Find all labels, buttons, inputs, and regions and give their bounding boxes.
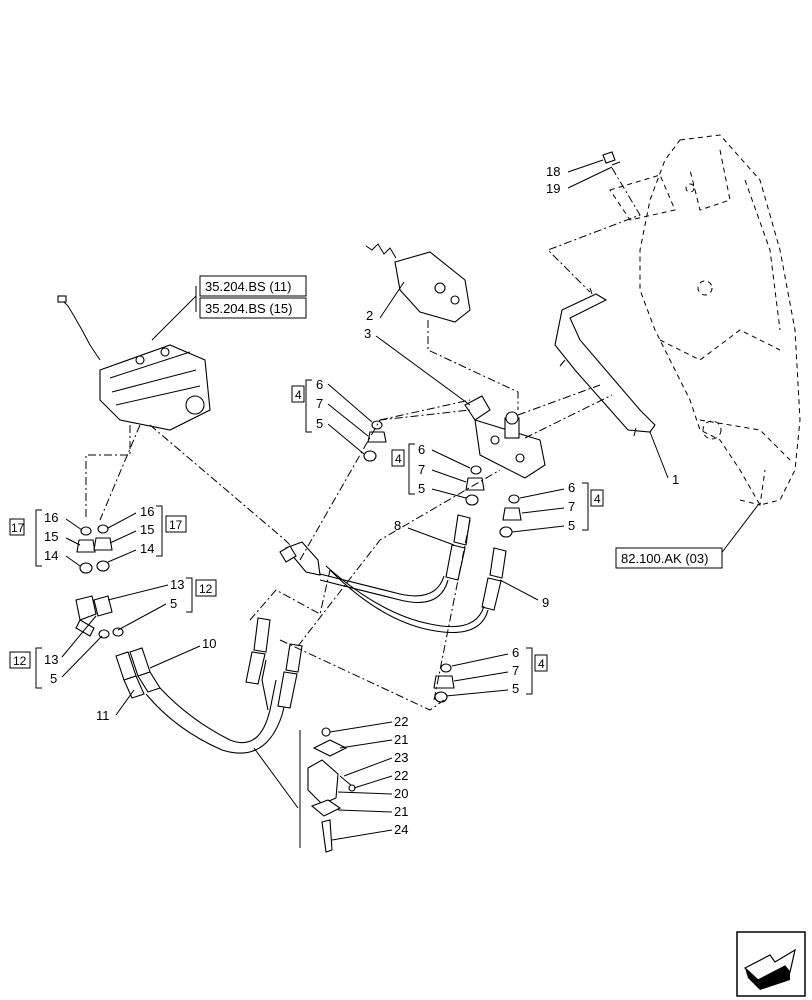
callout-g3-7: 7 (568, 499, 575, 514)
next-page-arrow-icon[interactable] (736, 931, 806, 997)
kit-box-g4: 4 (538, 657, 545, 671)
fitting-group-17-right (93, 505, 187, 572)
callout-18: 18 (546, 164, 560, 179)
callout-10: 10 (202, 636, 216, 651)
valve-block-part-3 (464, 395, 546, 479)
kit-box-g12a: 12 (199, 582, 213, 596)
bolt-18 (602, 151, 621, 166)
control-part-2 (365, 243, 471, 323)
hose-segment-left (245, 617, 271, 685)
kit-box-g1: 4 (295, 388, 302, 402)
callout-g2-6: 6 (418, 442, 425, 457)
callout-21b: 21 (394, 804, 408, 819)
callout-gr-14: 14 (140, 541, 154, 556)
callout-20: 20 (394, 786, 408, 801)
callout-23: 23 (394, 750, 408, 765)
callout-22b: 22 (394, 768, 408, 783)
fitting-group-4 (433, 647, 548, 703)
callout-21a: 21 (394, 732, 408, 747)
callout-g12a-5: 5 (170, 596, 177, 611)
reference-35-204-bs-15: 35.204.BS (15) (205, 301, 292, 316)
fitting-group-1 (291, 379, 387, 462)
fitting-group-2 (391, 443, 485, 506)
callout-g4-5: 5 (512, 681, 519, 696)
callout-g12b-5: 5 (50, 671, 57, 686)
callout-8: 8 (394, 518, 401, 533)
control-valve-assembly (57, 295, 211, 431)
clamp-assembly (307, 727, 356, 853)
callout-g3-6: 6 (568, 480, 575, 495)
callout-gr-16: 16 (140, 504, 154, 519)
callout-2: 2 (366, 308, 373, 323)
callout-gr-15: 15 (140, 522, 154, 537)
hose-11 (115, 651, 145, 699)
elbow-group-12 (9, 577, 217, 689)
callout-g12b-13: 13 (44, 652, 58, 667)
callout-g12a-13: 13 (170, 577, 184, 592)
reference-35-204-bs-11: 35.204.BS (11) (205, 279, 291, 294)
kit-box-g3: 4 (594, 492, 601, 506)
callout-g2-5: 5 (418, 481, 425, 496)
kit-box-gr: 17 (169, 518, 183, 532)
callout-24: 24 (394, 822, 408, 837)
callout-11: 11 (96, 708, 110, 723)
kit-box-gl: 17 (11, 521, 25, 535)
fitting-group-17-left (9, 509, 96, 574)
callout-g4-6: 6 (512, 645, 519, 660)
hose-9 (481, 547, 507, 611)
callout-g4-7: 7 (512, 663, 519, 678)
kit-box-g12b: 12 (13, 654, 27, 668)
callout-gl-14: 14 (44, 548, 58, 563)
callout-gl-16: 16 (44, 510, 58, 525)
callout-g2-7: 7 (418, 462, 425, 477)
callout-3: 3 (364, 326, 371, 341)
loader-frame-outline (609, 134, 801, 506)
callout-g1-6: 6 (316, 377, 323, 392)
callout-22a: 22 (394, 714, 408, 729)
callout-g1-7: 7 (316, 396, 323, 411)
fitting-group-3 (499, 482, 604, 538)
callout-1: 1 (672, 472, 679, 487)
callout-g3-5: 5 (568, 518, 575, 533)
hose-8 (445, 514, 471, 581)
elbow-fitting (279, 541, 321, 576)
reference-82-100-ak-03: 82.100.AK (03) (621, 551, 708, 566)
bracket-part-1 (554, 287, 656, 437)
kit-box-g2: 4 (395, 452, 402, 466)
callout-gl-15: 15 (44, 529, 58, 544)
callout-9: 9 (542, 595, 549, 610)
callout-19: 19 (546, 181, 560, 196)
hose-segment-right (277, 643, 303, 709)
callout-g1-5: 5 (316, 416, 323, 431)
